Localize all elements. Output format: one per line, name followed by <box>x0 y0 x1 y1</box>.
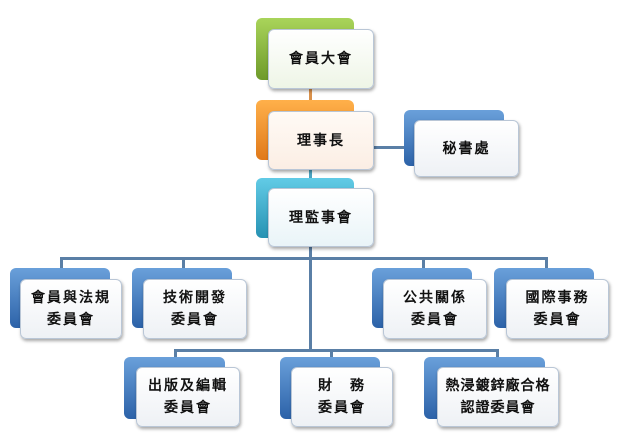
node-label: 公共關係 <box>403 290 467 306</box>
connector <box>309 245 312 351</box>
node-label: 委員會 <box>47 312 95 328</box>
node-label: 委員會 <box>318 400 366 416</box>
node-committee: 會員與法規委員會 <box>20 279 122 339</box>
node-committee: 出版及編輯委員會 <box>136 367 240 427</box>
node-label: 技術開發 <box>163 290 227 306</box>
node-label: 委員會 <box>533 312 582 328</box>
connector <box>545 257 548 269</box>
node-label: 委員會 <box>411 312 459 328</box>
node-label: 秘書處 <box>442 140 491 157</box>
connector <box>330 349 333 358</box>
connector <box>182 257 185 269</box>
connector <box>174 349 177 358</box>
connector <box>60 257 548 260</box>
node-committee: 財 務委員會 <box>291 367 393 427</box>
node-committee: 技術開發委員會 <box>143 279 247 339</box>
node-label: 熱浸鍍鋅廠合格 <box>445 378 551 394</box>
node-label: 委員會 <box>164 400 212 416</box>
connector <box>372 146 404 149</box>
node-label: 理監事會 <box>289 209 353 226</box>
node-label: 會員大會 <box>289 51 353 67</box>
node-label: 會員與法規 <box>31 290 111 306</box>
connector <box>496 349 499 358</box>
node-board: 理監事會 <box>268 188 374 247</box>
node-committee: 熱浸鍍鋅廠合格認證委員會 <box>437 367 559 427</box>
node-committee: 公共關係委員會 <box>383 279 487 339</box>
connector <box>174 349 499 352</box>
node-label: 理事長 <box>297 132 345 149</box>
node-secretariat: 秘書處 <box>414 120 519 177</box>
connector <box>60 257 63 269</box>
connector <box>422 257 425 269</box>
node-committee: 國際事務委員會 <box>506 279 609 339</box>
node-label: 出版及編輯 <box>148 378 228 394</box>
node-chairman: 理事長 <box>268 111 374 170</box>
node-label: 國際事務 <box>525 290 590 306</box>
node-label: 財 務 <box>318 378 366 394</box>
node-label: 委員會 <box>171 312 219 328</box>
node-general-assembly: 會員大會 <box>268 29 374 89</box>
node-label: 認證委員會 <box>460 400 536 416</box>
